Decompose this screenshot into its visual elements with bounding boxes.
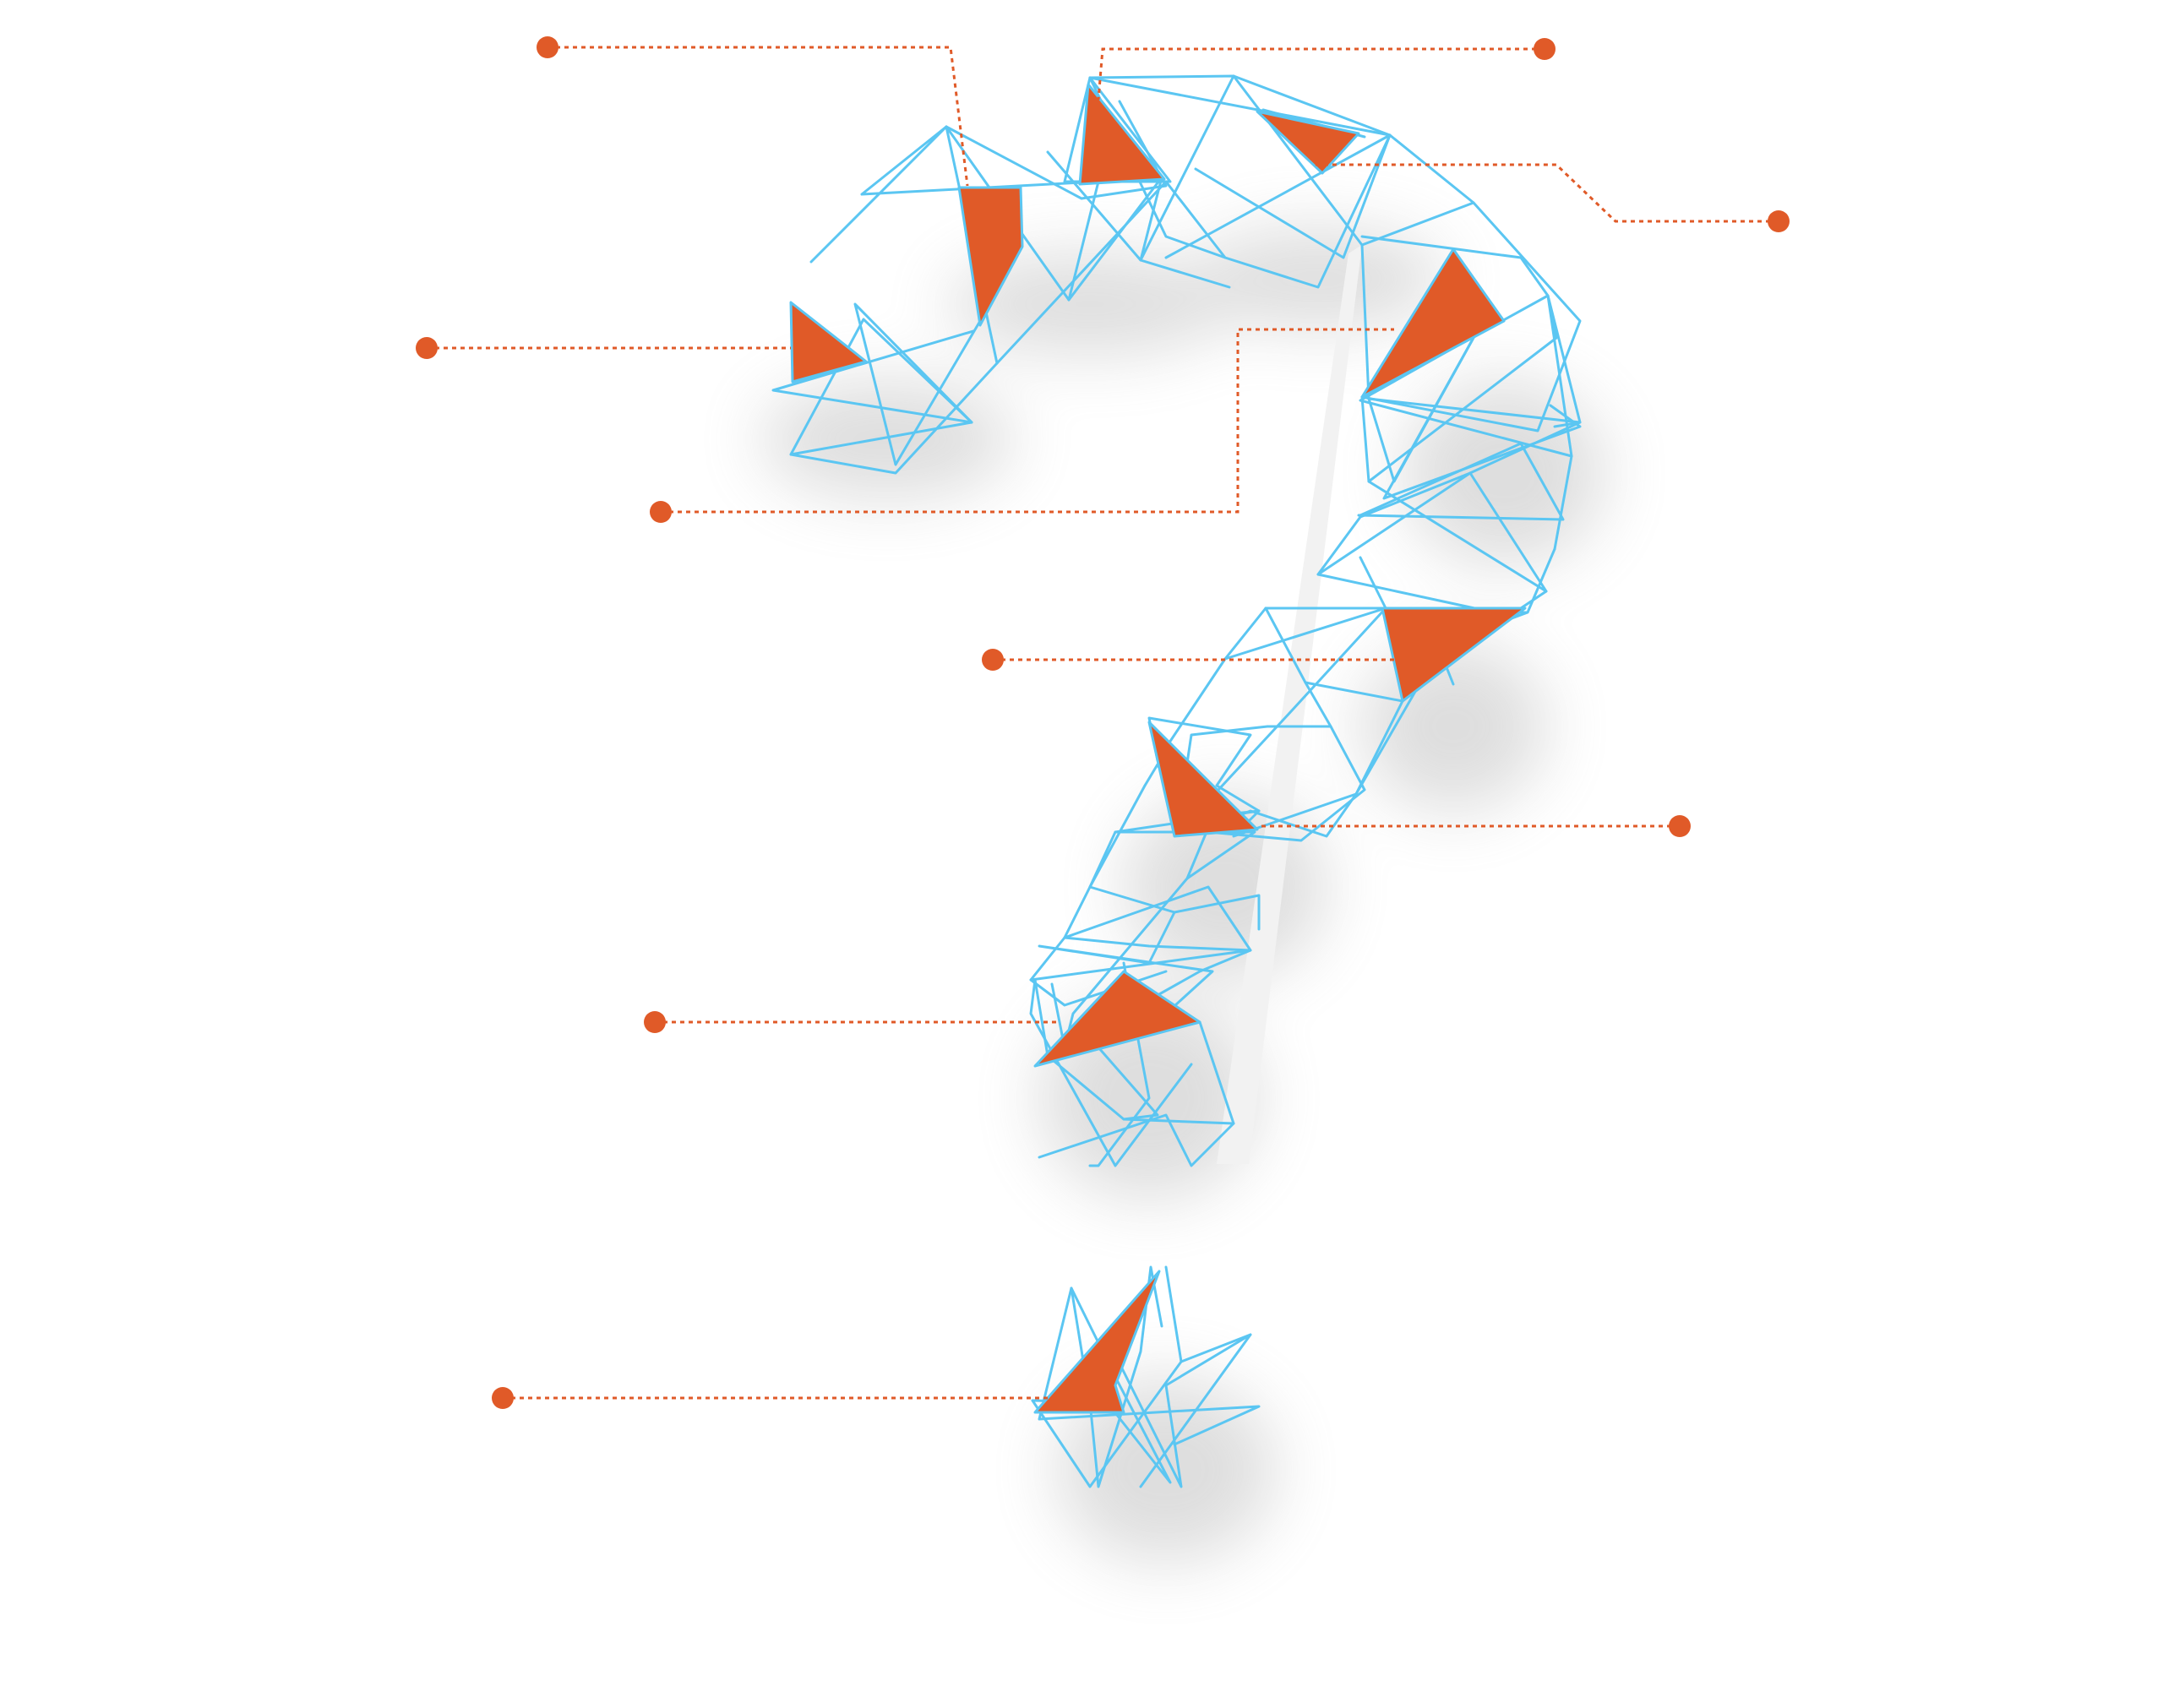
mesh-line <box>1360 294 1573 483</box>
highlight-facet <box>1078 83 1166 186</box>
mesh-line <box>1112 1333 1252 1488</box>
highlight-facets <box>789 83 1527 1414</box>
highlight-facet <box>1256 110 1360 175</box>
callout-leader <box>661 328 1394 514</box>
callout-dot <box>644 1011 666 1033</box>
mesh-line <box>1194 74 1392 259</box>
mesh-line <box>1088 885 1261 931</box>
callout-dots <box>416 36 1790 1409</box>
callout-dot <box>650 501 672 523</box>
highlight-facet <box>1147 721 1259 838</box>
mesh-line <box>1029 784 1168 1007</box>
mesh-line <box>1382 335 1582 500</box>
highlight-facet <box>1033 970 1201 1068</box>
callout-dot <box>982 649 1004 671</box>
callout-dot <box>537 36 558 58</box>
highlight-facet <box>957 186 1024 327</box>
highlight-facet <box>1360 247 1506 399</box>
highlight-facet <box>789 301 868 383</box>
mesh-line <box>789 318 973 456</box>
callout-dot <box>416 337 438 359</box>
shadow-blob <box>1360 642 1546 811</box>
callout-dot <box>1534 38 1556 60</box>
mesh-line <box>1122 1118 1235 1125</box>
callout-leader <box>548 46 969 187</box>
shadow-blob <box>1191 228 1445 329</box>
callout-leader <box>1314 163 1779 223</box>
callout-leader <box>1097 47 1545 101</box>
mesh-line <box>1088 76 1392 259</box>
callout-leaders <box>427 46 1779 1400</box>
highlight-facet <box>1033 1270 1161 1414</box>
mesh-line <box>1177 607 1332 821</box>
mesh-line <box>1207 725 1366 842</box>
callout-dot <box>492 1387 514 1409</box>
mesh-line <box>1029 978 1193 1167</box>
mesh-line <box>1316 471 1548 610</box>
mesh-line <box>945 100 1168 200</box>
shadow-blob <box>946 253 1234 355</box>
mesh-line <box>853 302 982 466</box>
mesh-line <box>1038 1286 1261 1446</box>
mesh-line <box>1031 1265 1252 1488</box>
mesh-line <box>1029 936 1252 982</box>
glare-strip <box>1217 245 1362 1164</box>
callout-dot <box>1669 815 1691 837</box>
mesh-line <box>1046 150 1163 302</box>
mesh-line <box>771 329 975 424</box>
callout-dot <box>1768 210 1790 232</box>
shadow-blob <box>760 380 1014 498</box>
highlight-facet <box>1381 607 1527 703</box>
mesh-line <box>1038 1020 1235 1167</box>
mesh-line <box>1088 74 1235 289</box>
mesh-line <box>1357 442 1565 521</box>
mesh-line <box>1232 74 1475 247</box>
